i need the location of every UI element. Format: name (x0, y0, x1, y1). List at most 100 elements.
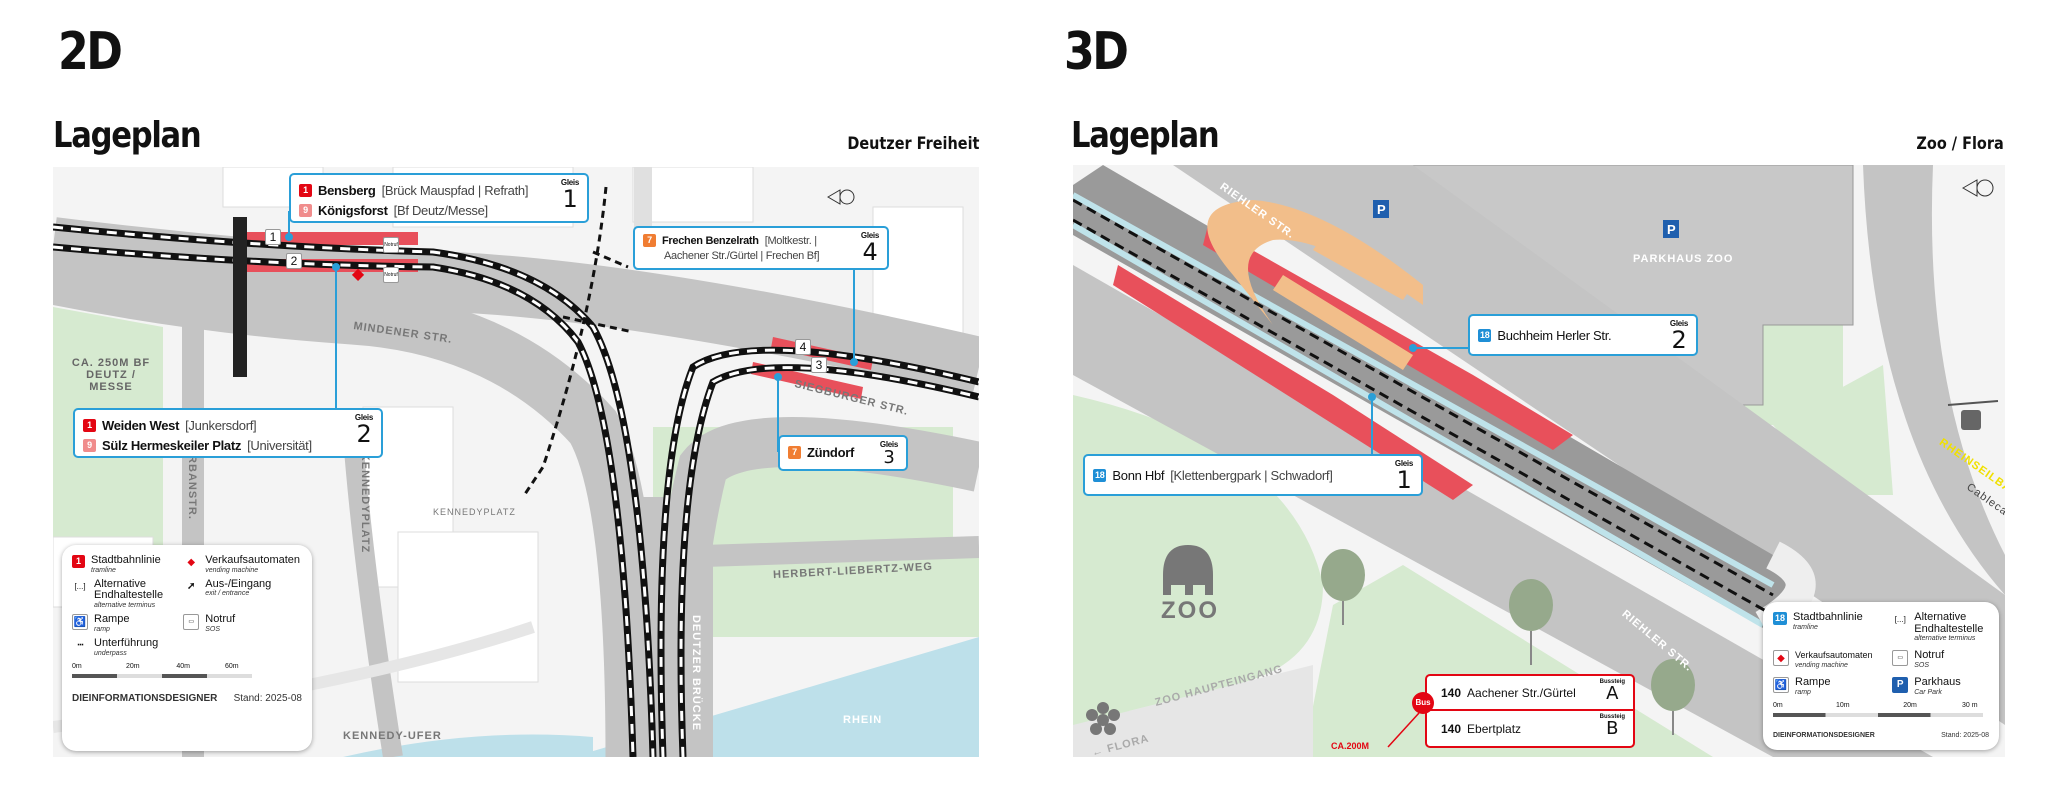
alternative-terminus-icon: [...] (1892, 612, 1909, 628)
direction-bf-deutz: CA. 250M BF DEUTZ / MESSE (71, 357, 151, 393)
parkhaus-zoo-label: PARKHAUS ZOO (1633, 253, 1734, 265)
via: [Universität] (247, 437, 312, 453)
station-name: Deutzer Freiheit (846, 134, 979, 154)
street-kennedyplatz: KENNEDYPLATZ (359, 452, 372, 554)
via: [Brück Mauspfad | Refrath] (381, 182, 529, 198)
station-name: Zoo / Flora (1916, 134, 2004, 154)
destination: Zündorf (807, 444, 854, 460)
vending-machine-icon: ◆ (1773, 650, 1789, 667)
line-badge: 9 (299, 203, 312, 217)
exit-arrow-icon: ➚ (183, 578, 200, 595)
svg-text:P: P (1667, 222, 1676, 237)
parking-icon (1663, 220, 1679, 238)
line-badge: 1 (83, 418, 96, 432)
notruf-icon: Notruf (383, 237, 399, 253)
track-number-3: 3 (811, 357, 827, 373)
line-badge: 7 (788, 445, 801, 459)
via: [Bf Deutz/Messe] (393, 202, 488, 218)
brand-logo: DIEINFORMATIONSDESIGNER (72, 693, 218, 705)
bus-distance: CA.200M (1331, 741, 1370, 751)
bus-badge: Bus (1412, 692, 1434, 714)
line-badge: 18 (1478, 328, 1492, 342)
zoo-label: ZOO (1161, 597, 1219, 624)
sos-icon: ▭ (183, 614, 200, 631)
platform-gleis-3 (751, 362, 863, 399)
destination: Sülz Hermeskeiler Platz (102, 437, 242, 453)
destination: Buchheim Herler Str. (1497, 327, 1612, 343)
platform-gleis-2 (1203, 225, 1573, 450)
ramp-icon: ♿ (1773, 677, 1789, 694)
page-title: Lageplan (53, 115, 202, 156)
via: Aachener Str./Gürtel | Frechen Bf] (664, 249, 820, 262)
heading-2d: 2D (58, 22, 123, 82)
underpass-icon: ┅ (72, 638, 88, 655)
heading-3d: 3D (1064, 22, 1129, 82)
vending-machine-icon: ◆ (351, 266, 365, 283)
stand-date: Stand: 2025-08 (233, 693, 302, 705)
street-deutzer-bruecke: DEUTZER BRÜCKE (690, 614, 703, 732)
sos-icon: ▭ (1892, 650, 1909, 667)
tramline-icon: 18 (1773, 612, 1788, 625)
destination: Bensberg (318, 182, 376, 198)
cablecar-icon (1947, 400, 1999, 430)
track-number-4: 4 (795, 339, 811, 355)
river-rhein: RHEIN (843, 714, 883, 726)
stand-date: Stand: 2025-08 (1941, 732, 1989, 740)
svg-text:P: P (1377, 202, 1386, 217)
street-kennedy-ufer: KENNEDY-UFER (343, 730, 442, 742)
notruf-icon: Notruf (383, 267, 399, 283)
alternative-terminus-icon: [...] (72, 578, 88, 595)
parking-icon: P (1892, 677, 1909, 694)
brand-logo: DIEINFORMATIONSDESIGNER (1773, 732, 1875, 740)
track-number-2: 2 (286, 253, 302, 269)
destination: Bonn Hbf (1112, 467, 1165, 483)
via: [Moltkestr. | (764, 234, 817, 247)
parking-icon (1373, 200, 1389, 218)
vending-machine-icon: ◆ (183, 555, 200, 571)
tramline-icon: 1 (72, 555, 85, 568)
map-3d: P P RIEHLER STR. RIEHLER STR. ZOO HAUPTE… (1073, 165, 2005, 757)
line-badge: 18 (1093, 468, 1107, 482)
platform-gleis-1 (1113, 265, 1473, 500)
via: [Junkersdorf] (185, 417, 257, 433)
map-3d-graphic: P P (1073, 165, 2005, 757)
elephant-icon (1163, 545, 1213, 595)
page-title: Lageplan (1071, 115, 1220, 156)
overpass-ramp (1207, 200, 1423, 325)
via: [Klettenbergpark | Schwadorf] (1170, 467, 1333, 483)
line-badge: 9 (83, 438, 96, 452)
track-number-1: 1 (265, 229, 281, 245)
flora-flower-icon (1086, 702, 1120, 735)
destination: Königsforst (318, 202, 388, 218)
line-badge: 7 (643, 234, 656, 247)
